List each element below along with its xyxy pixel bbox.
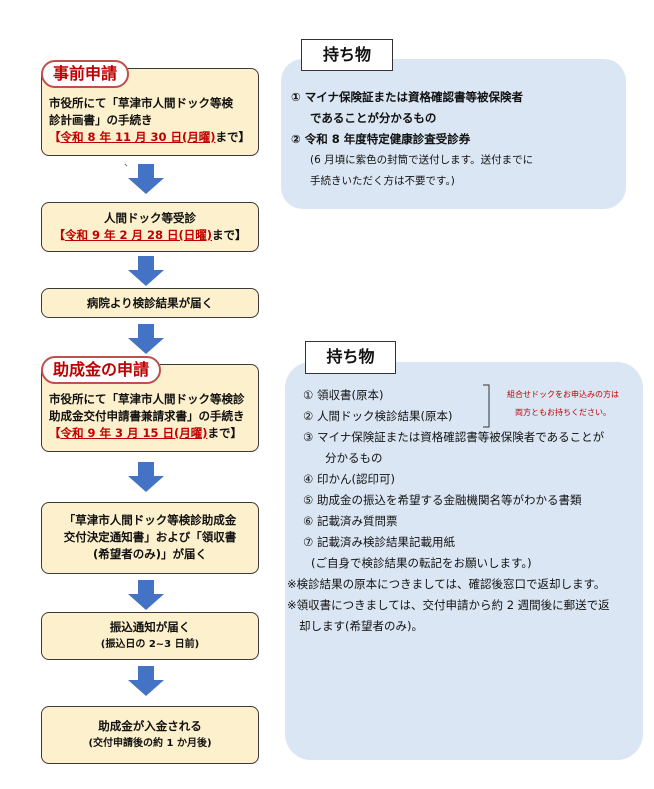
- belongings-panel-1: ① マイナ保険証または資格確認書等被保険者 であることが分かるもの ② 令和 8…: [281, 59, 626, 209]
- panel-1-item: ② 令和 8 年度特定健康診査受診券: [291, 132, 471, 146]
- down-arrow-icon: [128, 462, 164, 492]
- note-line-1: 組合せドックをお申込みの方は: [507, 390, 619, 399]
- stray-mark: 、: [124, 158, 134, 169]
- panel-2-item: ※領収書につきましては、交付申請から約 2 週間後に郵送で返: [287, 598, 610, 612]
- panel-2-item: ④ 印かん(認印可): [303, 472, 395, 486]
- step-7-box: 助成金が入金される (交付申請後の約 1 か月後): [41, 706, 259, 764]
- panel-2-title: 持ち物: [305, 341, 396, 374]
- step-4-line1: 市役所にて「草津市人間ドック等検診: [49, 392, 245, 406]
- step-3-line1: 病院より検診結果が届く: [86, 296, 214, 310]
- step-6-line1: 振込通知が届く: [109, 620, 191, 634]
- step-2-line1: 人間ドック等受診: [104, 211, 196, 225]
- step-4-deadline: 【令和 9 年 3 月 15 日(月曜)まで】: [49, 426, 243, 440]
- step-3-box: 病院より検診結果が届く: [41, 288, 259, 318]
- step-1-line1: 市役所にて「草津市人間ドック等検: [49, 96, 233, 110]
- down-arrow-icon: [128, 580, 164, 610]
- step-4-tag: 助成金の申請: [41, 356, 162, 384]
- bracket-icon: [483, 384, 490, 428]
- step-2-deadline: 【令和 9 年 2 月 28 日(日曜)まで】: [53, 228, 247, 242]
- panel-2-item: (ご自身で検診結果の転記をお願いします。): [311, 556, 532, 570]
- down-arrow-icon: [128, 324, 164, 354]
- panel-1-item: 手続きいただく方は不要です。): [310, 175, 455, 187]
- panel-2-item: ③ マイナ保険証または資格確認書等被保険者であることが: [303, 430, 605, 444]
- panel-2-items: ① 領収書(原本) ② 人間ドック検診結果(原本) ③ マイナ保険証または資格確…: [285, 385, 610, 637]
- step-5-line2: 交付決定通知書」および「領収書: [63, 530, 237, 544]
- step-5-line1: 「草津市人間ドック等検診助成金: [63, 513, 237, 527]
- step-7-line1: 助成金が入金される: [98, 719, 202, 733]
- panel-1-item: (6 月頃に紫色の封筒で送付します。送付までに: [310, 154, 534, 166]
- step-1-tag: 事前申請: [41, 60, 130, 88]
- panel-2-item: 分かるもの: [325, 451, 383, 465]
- panel-1-item: であることが分かるもの: [310, 111, 437, 125]
- down-arrow-icon: [128, 666, 164, 696]
- panel-1-item: ① マイナ保険証または資格確認書等被保険者: [291, 90, 524, 104]
- step-7-line2: (交付申請後の約 1 か月後): [88, 738, 212, 749]
- belongings-panel-2: ① 領収書(原本) ② 人間ドック検診結果(原本) ③ マイナ保険証または資格確…: [285, 362, 643, 760]
- step-2-deadline-date: 令和 9 年 2 月 28 日(日曜): [64, 228, 213, 242]
- down-arrow-icon: [128, 164, 164, 194]
- step-5-box: 「草津市人間ドック等検診助成金 交付決定通知書」および「領収書 (希望者のみ)」…: [41, 502, 259, 574]
- panel-2-item: ① 領収書(原本): [303, 388, 384, 402]
- step-2-box: 人間ドック等受診 【令和 9 年 2 月 28 日(日曜)まで】: [41, 202, 259, 252]
- step-6-line2: (振込日の 2~3 日前): [100, 639, 200, 650]
- step-5-line3: (希望者のみ)」が届く: [92, 547, 207, 561]
- step-4-line2: 助成金交付申請書兼請求書」の手続き: [49, 409, 245, 423]
- panel-2-item: ⑥ 記載済み質問票: [303, 514, 398, 528]
- panel-2-item: 却します(希望者のみ)。: [299, 619, 423, 633]
- down-arrow-icon: [128, 256, 164, 286]
- step-4-deadline-date: 令和 9 年 3 月 15 日(月曜): [60, 426, 208, 440]
- panel-1-items: ① マイナ保険証または資格確認書等被保険者 であることが分かるもの ② 令和 8…: [291, 87, 533, 192]
- panel-2-item: ⑤ 助成金の振込を希望する金融機関名等がわかる書類: [303, 493, 582, 507]
- combo-dock-note: 組合せドックをお申込みの方は 両方ともお持ちください。: [507, 386, 619, 422]
- step-1-deadline: 【令和 8 年 11 月 30 日(月曜)まで】: [49, 130, 251, 144]
- step-1-box: 市役所にて「草津市人間ドック等検 診計画書」の手続き 【令和 8 年 11 月 …: [41, 68, 259, 156]
- panel-2-item: ⑦ 記載済み検診結果記載用紙: [303, 535, 455, 549]
- note-line-2: 両方ともお持ちください。: [515, 408, 611, 417]
- step-1-line2: 診計画書」の手続き: [49, 113, 153, 127]
- panel-2-item: ② 人間ドック検診結果(原本): [303, 409, 453, 423]
- panel-1-title: 持ち物: [301, 39, 393, 71]
- step-6-box: 振込通知が届く (振込日の 2~3 日前): [41, 612, 259, 660]
- panel-2-item: ※検診結果の原本につきましては、確認後窓口で返却します。: [287, 577, 606, 591]
- step-1-deadline-date: 令和 8 年 11 月 30 日(月曜): [60, 130, 216, 144]
